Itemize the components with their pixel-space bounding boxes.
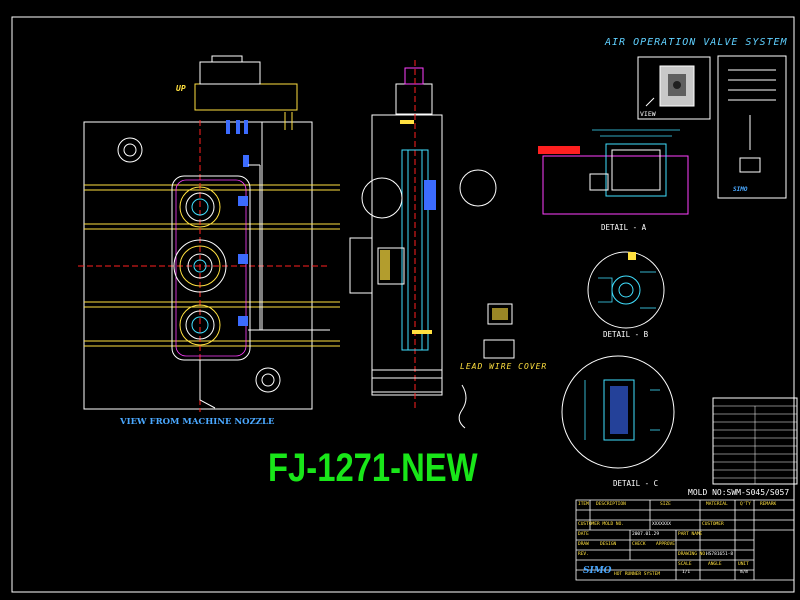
tb-header-size: SIZE xyxy=(660,502,671,507)
tb-drawing-no: HS781651-8 xyxy=(706,552,734,557)
view-small-label: VIEW xyxy=(640,110,656,118)
tb-part-name-label: PART NAME xyxy=(678,532,703,537)
detail-a-label: DETAIL - A xyxy=(601,223,647,232)
panel-logo: SIMO xyxy=(733,186,748,193)
tb-angle-label: ANGLE xyxy=(708,562,722,567)
tb-customer-mold-label: CUSTOMER MOLD NO. xyxy=(578,522,625,527)
view-label: VIEW FROM MACHINE NOZZLE xyxy=(120,417,275,427)
tb-customer-label: CUSTOMER xyxy=(702,522,724,527)
side-section-view xyxy=(349,60,497,429)
tb-date: 2007.01.29 xyxy=(632,532,660,537)
tb-header-qty: Q'TY xyxy=(740,502,751,507)
drawing-border xyxy=(11,16,795,593)
detail-c-label: DETAIL - C xyxy=(613,479,659,488)
tb-part-name: HOT RUNNER SYSTEM xyxy=(614,572,661,577)
tb-approve-label: APPROVE xyxy=(656,542,675,547)
detail-b-drawing xyxy=(587,251,665,329)
tb-drawing-no-label: DRAWING NO. xyxy=(678,552,708,557)
spec-table xyxy=(712,397,798,485)
detail-a-drawing xyxy=(538,129,689,215)
control-panel-box xyxy=(717,55,787,199)
tb-header-material: MATERIAL xyxy=(706,502,728,507)
tb-customer-mold-no: XXXXXXX xyxy=(652,522,671,527)
tb-header-remark: REMARK xyxy=(760,502,777,507)
system-title: AIR OPERATION VALVE SYSTEM xyxy=(605,37,788,48)
tb-unit-label: UNIT xyxy=(738,562,749,567)
tb-header-description: DESCRIPTION xyxy=(596,502,626,507)
tb-design-label: DESIGN xyxy=(600,542,617,547)
tb-draw-label: DRAW xyxy=(578,542,589,547)
detail-b-label: DETAIL - B xyxy=(603,330,649,339)
lead-wire-label: LEAD WIRE COVER xyxy=(460,362,548,371)
mold-number: MOLD NO:SWM-S045/S057 xyxy=(688,488,790,497)
valve-icon-box xyxy=(637,56,711,120)
drawing-title: FJ-1271-NEW xyxy=(268,446,478,490)
tb-rev-label: REV. xyxy=(578,552,589,557)
tb-check-label: CHECK xyxy=(632,542,646,547)
title-block-grid xyxy=(575,499,795,581)
tb-date-label: DATE xyxy=(578,532,589,537)
tb-scale-label: SCALE xyxy=(678,562,692,567)
lead-wire-cover-drawing xyxy=(483,303,515,359)
up-label: UP xyxy=(176,84,186,93)
company-logo: SIMO xyxy=(583,566,612,576)
detail-c-drawing xyxy=(561,355,675,469)
tb-header-item: ITEM xyxy=(578,502,589,507)
tb-scale: 1/1 xyxy=(682,570,691,575)
tb-unit: m/m xyxy=(740,570,749,575)
front-view xyxy=(78,55,340,412)
